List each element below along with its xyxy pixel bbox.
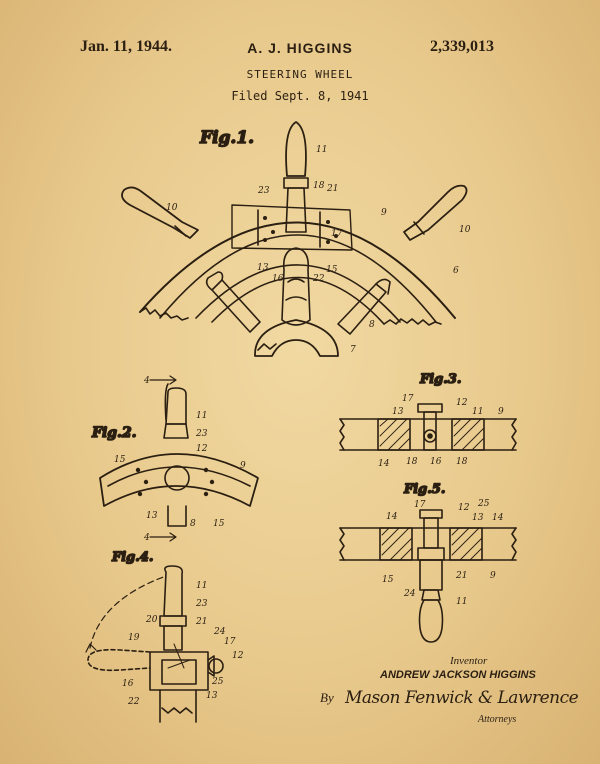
ref-16c: 16 [122,679,134,689]
ref-9b: 9 [240,461,246,471]
ref-14f: 14 [492,513,504,523]
ref-17e: 17 [414,500,426,510]
patent-date: Jan. 11, 1944. [80,38,173,55]
ref-18: 18 [313,181,325,191]
fig4-reference-numbers: 11 23 20 21 24 19 17 12 16 25 22 13 [122,581,244,707]
fig2-label: Fig.2. [91,425,137,441]
ref-16d: 16 [430,457,442,467]
ref-11: 11 [316,145,327,155]
ref-24e: 24 [403,589,416,599]
ref-6: 6 [453,266,459,276]
by-label: By [320,690,334,705]
ref-4a: 4 [143,376,150,386]
ref-25: 25 [211,677,224,687]
fig3-cross-section [339,403,517,451]
ref-13c: 13 [206,691,218,701]
ref-18d: 18 [406,457,418,467]
ref-11b: 11 [196,411,207,421]
fig4-handle-detail [85,565,224,723]
attorney-signature: Mason Fenwick & Lawrence [345,688,579,708]
ref-22c: 22 [127,697,140,707]
fig1-label: Fig.1. [199,128,254,148]
ref-8b: 8 [190,519,196,529]
ref-9d: 9 [498,407,504,417]
inventor-label: Inventor [450,655,488,667]
ref-10: 10 [166,203,178,213]
ref-23b: 23 [195,429,208,439]
ref-21: 21 [326,184,338,194]
ref-11d: 11 [472,407,483,417]
ref-13e: 13 [472,513,484,523]
ref-8: 8 [369,320,375,330]
fig5-label: Fig.5. [403,482,445,497]
ref-25e: 25 [477,499,490,509]
ref-18e: 18 [456,457,468,467]
ref-15e: 15 [382,575,394,585]
fig3-reference-numbers: 17 13 12 11 9 14 18 16 18 [378,394,504,469]
ref-11e: 11 [456,597,467,607]
inventor-name: ANDREW JACKSON HIGGINS [380,669,536,681]
ref-16: 16 [272,274,284,284]
attorneys-label: Attorneys [478,714,517,725]
patent-title: STEERING WHEEL [246,68,354,81]
ref-19: 19 [128,633,140,643]
fig2-reference-numbers: 4 11 23 12 9 15 13 8 15 4 [114,376,246,543]
fig5-section-view [339,509,517,643]
ref-12d: 12 [456,398,468,408]
ref-17: 17 [331,229,343,239]
ref-13d: 13 [392,407,404,417]
ref-13: 13 [257,263,269,273]
ref-9: 9 [381,208,387,218]
ref-23: 23 [257,186,270,196]
ref-22: 22 [312,274,325,284]
filed-date: Filed Sept. 8, 1941 [231,89,369,103]
inventor-header: A. J. HIGGINS [247,40,353,56]
ref-15c: 15 [213,519,225,529]
ref-7: 7 [350,345,356,355]
ref-24: 24 [213,627,226,637]
ref-14e: 14 [386,512,398,522]
ref-12e: 12 [458,503,470,513]
fig5-reference-numbers: 17 14 12 25 13 14 15 21 9 24 11 [382,499,504,607]
ref-21c: 21 [195,617,207,627]
ref-21e: 21 [455,571,467,581]
ref-13b: 13 [146,511,158,521]
ref-15: 15 [326,265,338,275]
ref-9e: 9 [490,571,496,581]
fig1-steering-wheel [121,121,468,357]
ref-20: 20 [145,615,158,625]
ref-10b: 10 [459,225,471,235]
ref-4b: 4 [143,533,150,543]
ref-15b: 15 [114,455,126,465]
ref-12c: 12 [232,651,244,661]
patent-number: 2,339,013 [430,38,494,55]
ref-14d: 14 [378,459,390,469]
ref-11c: 11 [196,581,207,591]
ref-17d: 17 [402,394,414,404]
fig2-section-view [99,375,259,542]
ref-17c: 17 [224,637,236,647]
ref-12: 12 [196,444,208,454]
fig3-label: Fig.3. [419,372,461,387]
ref-23c: 23 [195,599,208,609]
fig4-label: Fig.4. [111,550,153,565]
fig1-reference-numbers: 11 10 23 18 21 9 10 17 13 16 22 15 6 8 7 [166,145,471,355]
